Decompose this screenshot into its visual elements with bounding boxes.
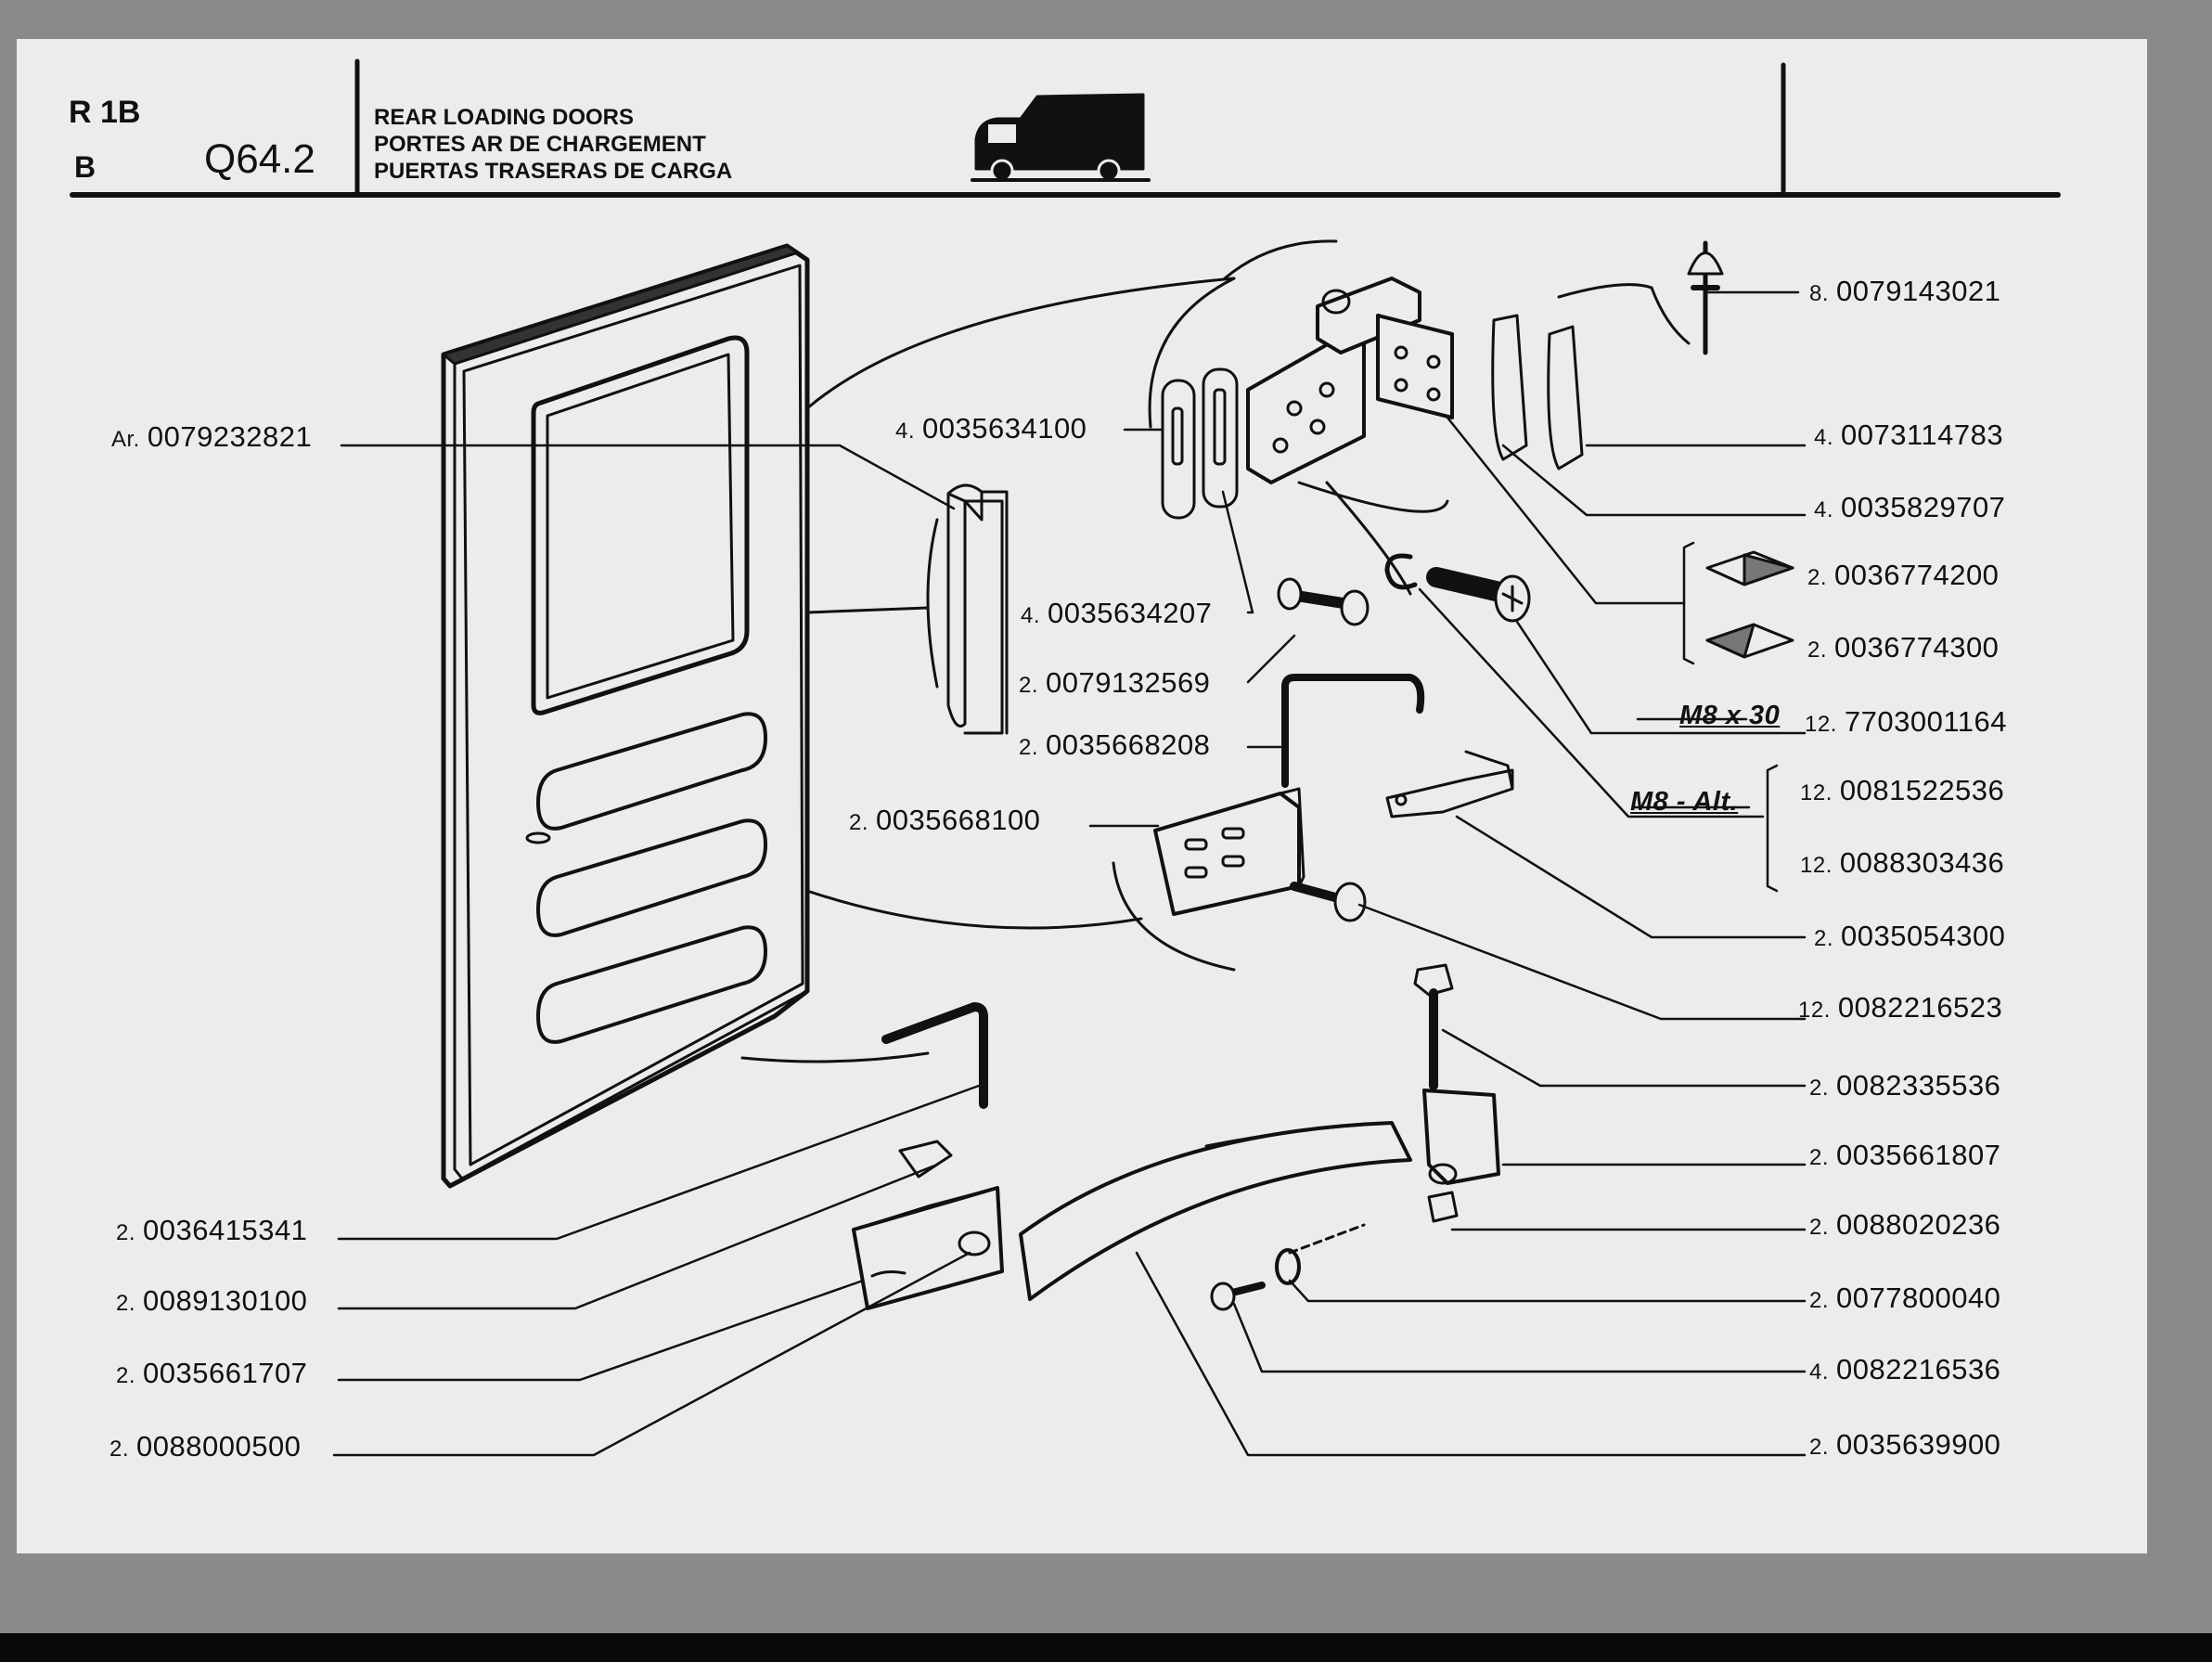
model-variant: B (74, 150, 96, 184)
part-label-0035661707: 2.0035661707 (116, 1357, 308, 1389)
small-bracket (1385, 750, 1514, 818)
part-label-0035054300: 2.0035054300 (1814, 920, 2006, 952)
title-english: REAR LOADING DOORS (374, 105, 635, 130)
part-label-0036415341: 2.0036415341 (116, 1214, 308, 1246)
part-label-0079132569: 2.0079132569 (1019, 666, 1211, 699)
alt-spec-callout: M8 - Alt. (1630, 787, 1739, 817)
part-label-0035639900: 2.0035639900 (1809, 1428, 2001, 1461)
part-label-0082216523: 12.0082216523 (1798, 991, 2003, 1024)
part-label-0036774200: 2.0036774200 (1807, 559, 2000, 591)
part-label-0082216536: 4.0082216536 (1809, 1353, 2001, 1385)
part-label-0036774300: 2.0036774300 (1807, 631, 2000, 664)
bottom-edge (0, 1633, 2212, 1662)
rear-door (441, 243, 810, 1189)
washer-screw (1210, 1223, 1366, 1311)
circlip-bolt (1384, 553, 1531, 623)
title-french: PORTES AR DE CHARGEMENT (374, 132, 706, 157)
l-rod (881, 1002, 988, 1109)
rivet (1687, 240, 1724, 355)
lower-hinge-left (852, 1140, 1004, 1310)
part-label-0073114783: 4.0073114783 (1814, 419, 2004, 451)
part-label-0035634207: 4.0035634207 (1021, 597, 1213, 629)
part-label-0082335536: 2.0082335536 (1809, 1069, 2001, 1102)
part-label-7703001164: 12.7703001164 (1805, 705, 2007, 738)
top-right-brackets (1491, 314, 1584, 470)
part-label-0088303436: 12.0088303436 (1800, 846, 2005, 879)
hinge-rod (1153, 674, 1425, 916)
part-label-ar-0079232821: Ar.0079232821 (111, 420, 313, 453)
part-label-0035668100: 2.0035668100 (849, 804, 1041, 836)
detail-bubbles (740, 239, 1691, 1063)
screw-spec-callout: M8 x 30 (1679, 701, 1781, 730)
part-label-0088020236: 2.0088020236 (1809, 1208, 2001, 1241)
plate-number: Q64.2 (204, 136, 315, 182)
bolt-mid (1290, 882, 1367, 922)
part-label-0089130100: 2.0089130100 (116, 1284, 308, 1317)
door-seal (946, 483, 1009, 735)
part-label-0035829707: 4.0035829707 (1814, 491, 2006, 523)
van-icon (971, 93, 1151, 183)
part-label-0077800040: 2.0077800040 (1809, 1282, 2001, 1314)
part-label-0035634100: 4.0035634100 (895, 412, 1087, 444)
vertical-bolt (1413, 963, 1454, 1090)
lower-hinge-right (1422, 1089, 1500, 1223)
part-label-0035661807: 2.0035661807 (1809, 1139, 2001, 1171)
shims (1705, 550, 1794, 659)
model-code: R 1B (69, 95, 141, 130)
hinge-pin (1277, 577, 1370, 626)
part-label-0035668208: 2.0035668208 (1019, 728, 1211, 761)
leader-lines (332, 290, 1807, 1457)
header-frame (70, 58, 2061, 198)
title-spanish: PUERTAS TRASERAS DE CARGA (374, 159, 733, 184)
part-label-0079143021: 8.0079143021 (1809, 275, 2001, 307)
upper-hinge (1161, 277, 1454, 520)
part-label-0081522536: 12.0081522536 (1800, 774, 2005, 806)
curved-strap (1019, 1121, 1412, 1301)
part-label-0088000500: 2.0088000500 (109, 1430, 302, 1462)
